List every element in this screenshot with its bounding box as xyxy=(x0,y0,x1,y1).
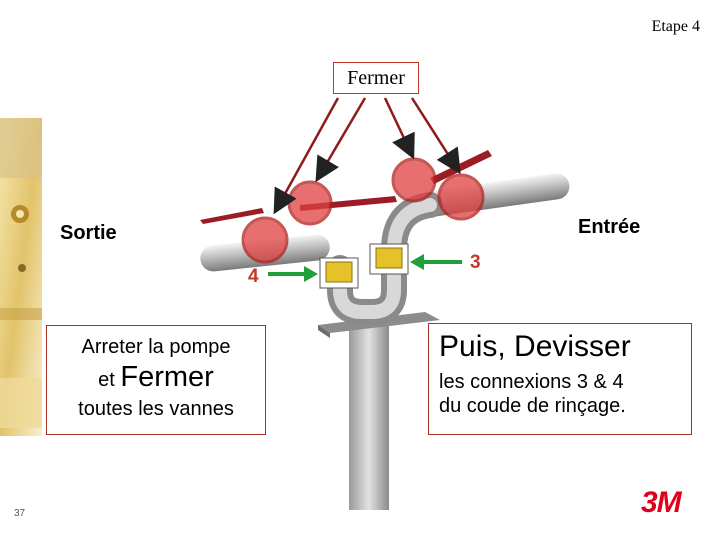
page-number: 37 xyxy=(14,508,26,519)
fermer-callout: Fermer xyxy=(333,62,419,94)
instruction-line-2: et Fermer xyxy=(47,361,265,394)
fermer-arrows xyxy=(273,97,461,215)
outlet-label: Sortie xyxy=(60,222,117,244)
side-photo-strip xyxy=(0,118,42,436)
arrow-to-connection-3 xyxy=(410,254,462,270)
instruction-detail-1: les connexions 3 & 4 xyxy=(439,371,624,393)
connection-4-number: 4 xyxy=(248,266,259,287)
connection-3-number: 3 xyxy=(470,252,481,273)
step-label: Etape 4 xyxy=(651,18,700,35)
instruction-line-3: toutes les vannes xyxy=(78,398,234,420)
instruction-box-left: Arreter la pompe et Fermer toutes les va… xyxy=(46,325,266,435)
instruction-line-1: Arreter la pompe xyxy=(81,336,231,358)
instruction-heading: Puis, Devisser xyxy=(439,330,631,363)
instruction-detail-2: du coude de rinçage. xyxy=(439,395,626,417)
rinse-elbow xyxy=(327,192,443,325)
connection-4 xyxy=(319,257,359,289)
connection-3 xyxy=(369,243,409,275)
arrow-to-connection-4 xyxy=(268,266,318,282)
instruction-box-right: Puis, Devisser les connexions 3 & 4 du c… xyxy=(428,323,692,435)
instruction-line-2-big: Fermer xyxy=(120,361,214,393)
inlet-label: Entrée xyxy=(578,216,641,238)
brand-logo: 3M xyxy=(641,486,682,519)
support-stand xyxy=(318,312,440,510)
instruction-line-2-small: et xyxy=(98,369,115,391)
